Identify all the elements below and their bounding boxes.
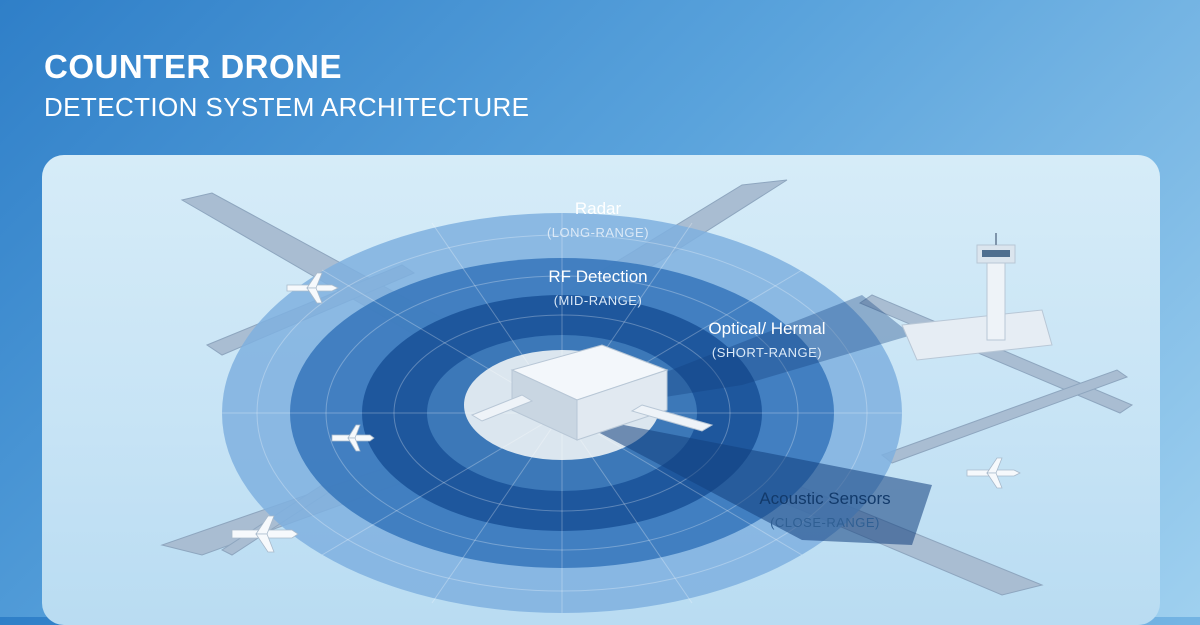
zone-label-radar: Radar (LONG-RANGE) (547, 199, 649, 240)
taxiway-southeast (882, 370, 1127, 463)
zone-label-acoustic: Acoustic Sensors (CLOSE-RANGE) (759, 489, 890, 530)
zone-name: Optical/ Hermal (708, 319, 825, 339)
zone-name: Acoustic Sensors (759, 489, 890, 509)
title-main: COUNTER DRONE (44, 48, 529, 86)
title-sub: DETECTION SYSTEM ARCHITECTURE (44, 90, 529, 124)
zone-label-rf: RF Detection (MID-RANGE) (548, 267, 647, 308)
zone-label-optical: Optical/ Hermal (SHORT-RANGE) (708, 319, 825, 360)
zone-name: Radar (547, 199, 649, 219)
control-tower (902, 233, 1052, 360)
title-block: COUNTER DRONE DETECTION SYSTEM ARCHITECT… (44, 48, 529, 124)
zone-range: (SHORT-RANGE) (708, 345, 825, 360)
airplane-east (967, 458, 1020, 488)
zone-range: (CLOSE-RANGE) (759, 515, 890, 530)
airport-diagram-panel: Radar (LONG-RANGE) RF Detection (MID-RAN… (42, 155, 1160, 625)
zone-range: (LONG-RANGE) (547, 225, 649, 240)
zone-name: RF Detection (548, 267, 647, 287)
zone-range: (MID-RANGE) (548, 293, 647, 308)
